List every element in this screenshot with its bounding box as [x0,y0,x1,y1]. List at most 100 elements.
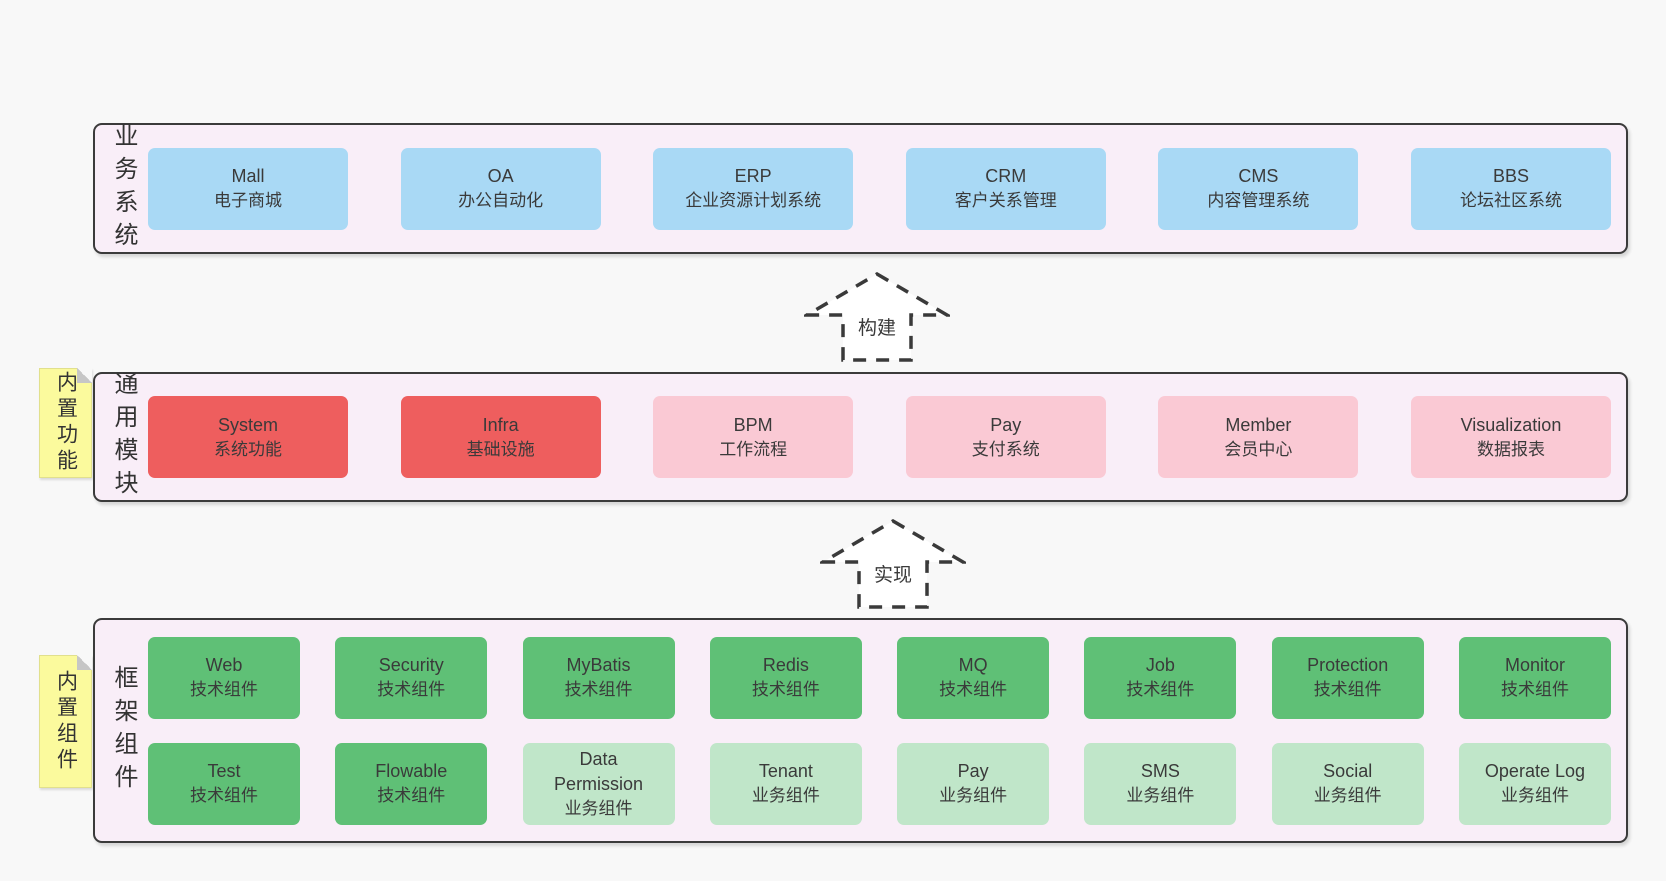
component-description: 企业资源计划系统 [685,191,822,211]
component-box-test: Test 技术组件 [148,742,300,825]
component-name: Visualization [1460,414,1562,435]
component-name: Job [1145,655,1175,676]
component-description: 客户关系管理 [954,191,1057,211]
component-name: CRM [985,166,1027,187]
component-description: 系统功能 [214,439,282,459]
component-description: 工作流程 [719,439,788,459]
component-description: 支付系统 [971,439,1040,459]
component-box-system: System 系统功能 [148,396,348,478]
band-label-common-modules: 通用模块 [110,371,137,503]
component-description: 电子商城 [214,191,282,211]
implement-arrow: 实现 [820,518,966,610]
band-rows: Mall 电子商城 OA 办公自动化 ERP 企业资源计划系统 CRM 客户关系管理 CMS 内容… [148,125,1611,252]
box-row: Mall 电子商城 OA 办公自动化 ERP 企业资源计划系统 CRM 客户关系管理 CMS 内容… [148,147,1611,230]
component-name: Tenant [758,761,813,782]
component-box-mq: MQ 技术组件 [897,636,1050,719]
component-box-visualization: Visualization 数据报表 [1410,396,1611,478]
component-description: 技术组件 [939,680,1008,700]
component-description: 技术组件 [190,680,258,700]
component-name: BPM [733,414,773,435]
component-name: Flowable [375,761,448,782]
component-description: 业务组件 [564,798,633,818]
implement-arrow-label: 实现 [870,560,916,587]
component-box-flowable: Flowable 技术组件 [335,742,488,825]
component-box-data-permission: Data Permission 业务组件 [522,742,675,825]
component-name: Operate Log [1484,761,1585,782]
component-name: Infra [482,414,519,435]
component-description: 技术组件 [190,786,258,806]
component-description: 业务组件 [1313,786,1382,806]
component-box-bpm: BPM 工作流程 [653,396,854,478]
component-description: 数据报表 [1476,439,1545,459]
sticky-note-text: 内置组件 [54,669,78,774]
component-box-crm: CRM 客户关系管理 [905,147,1106,230]
component-name: Web [205,655,243,676]
component-name: SMS [1140,761,1180,782]
component-name: MyBatis [566,655,631,676]
band-label-framework-components: 框架组件 [110,664,137,797]
sticky-note-text: 内置功能 [54,371,78,475]
component-description: 办公自动化 [458,191,544,211]
component-description: 会员中心 [1224,439,1293,459]
component-name: ERP [734,166,772,187]
component-description: 业务组件 [1500,786,1569,806]
component-name: Redis [762,655,809,676]
component-name: Monitor [1504,655,1565,676]
component-name: System [217,414,278,435]
component-name: Mall [231,166,265,187]
component-name: Data Permission [554,748,644,794]
component-description: 技术组件 [1500,680,1569,700]
component-name: Social [1323,761,1373,782]
build-arrow: 构建 [804,271,950,363]
component-box-pay: Pay 业务组件 [897,742,1050,825]
component-description: 技术组件 [1126,680,1195,700]
component-description: 业务组件 [1126,786,1195,806]
component-description: 技术组件 [377,786,446,806]
folded-corner-icon [77,368,92,383]
band-label-business-systems: 业务系统 [110,122,137,255]
component-box-oa: OA 办公自动化 [400,147,601,230]
component-box-cms: CMS 内容管理系统 [1158,147,1359,230]
component-name: Pay [957,761,989,782]
component-name: MQ [958,655,988,676]
component-name: Protection [1307,655,1389,676]
component-description: 论坛社区系统 [1459,191,1562,211]
component-box-social: Social 业务组件 [1271,742,1424,825]
build-arrow-label: 构建 [854,313,900,340]
folded-corner-icon [77,655,92,670]
component-description: 业务组件 [751,786,820,806]
component-box-web: Web 技术组件 [148,636,300,719]
component-name: OA [487,166,514,187]
component-box-redis: Redis 技术组件 [709,636,862,719]
component-description: 业务组件 [939,786,1008,806]
sticky-note-builtin-features: 内置功能 [39,368,92,478]
component-box-operate-log: Operate Log 业务组件 [1458,742,1611,825]
component-description: 技术组件 [751,680,820,700]
component-box-pay: Pay 支付系统 [905,396,1106,478]
band-business-systems: 业务系统 Mall 电子商城 OA 办公自动化 ERP 企业资源计划系统 CRM 客户关系管理… [93,122,1628,255]
component-box-job: Job 技术组件 [1084,636,1237,719]
component-box-mall: Mall 电子商城 [148,147,348,230]
component-description: 内容管理系统 [1207,191,1310,211]
component-box-tenant: Tenant 业务组件 [709,742,862,825]
component-box-bbs: BBS 论坛社区系统 [1410,147,1611,230]
component-box-mybatis: MyBatis 技术组件 [522,636,675,719]
component-box-monitor: Monitor 技术组件 [1458,636,1611,719]
component-name: Pay [990,414,1022,435]
component-name: CMS [1238,166,1279,187]
component-name: Test [207,761,241,782]
component-description: 技术组件 [564,680,633,700]
component-name: BBS [1492,166,1529,187]
component-box-sms: SMS 业务组件 [1084,742,1237,825]
